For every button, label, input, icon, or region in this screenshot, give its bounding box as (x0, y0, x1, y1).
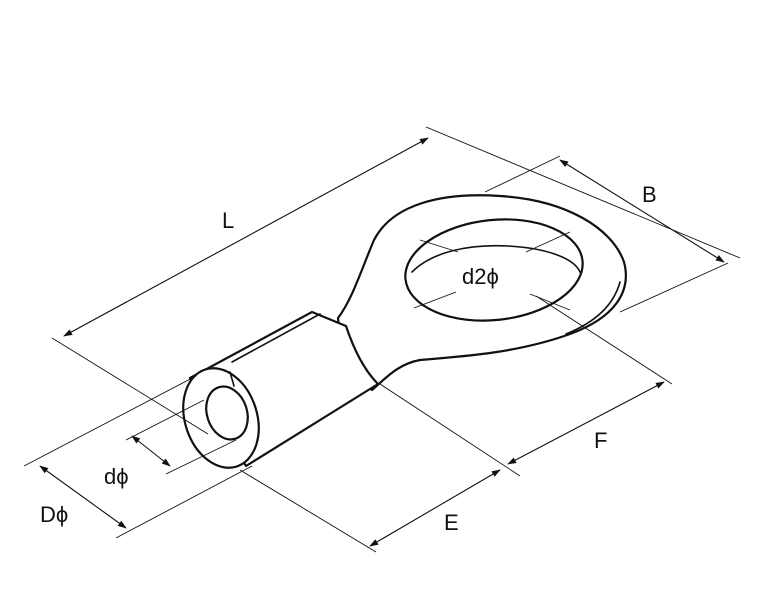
label-L: L (222, 208, 234, 233)
ring-edge (565, 281, 621, 335)
label-F: F (594, 428, 607, 453)
barrel-bore (205, 385, 249, 441)
label-D: Dϕ (40, 502, 68, 527)
label-B: B (642, 182, 657, 207)
dim-d-line (131, 435, 171, 467)
label-E: E (444, 510, 459, 535)
label-d2: d2ϕ (462, 264, 499, 289)
barrel-face-seam (229, 371, 235, 387)
dim-F-line (507, 381, 665, 465)
dim-D-line (39, 465, 127, 529)
dim-L-line (63, 137, 429, 337)
dim-B-line (559, 159, 725, 263)
dimension-lines (39, 137, 725, 547)
label-d: dϕ (104, 464, 129, 489)
dim-E-line (369, 469, 501, 547)
